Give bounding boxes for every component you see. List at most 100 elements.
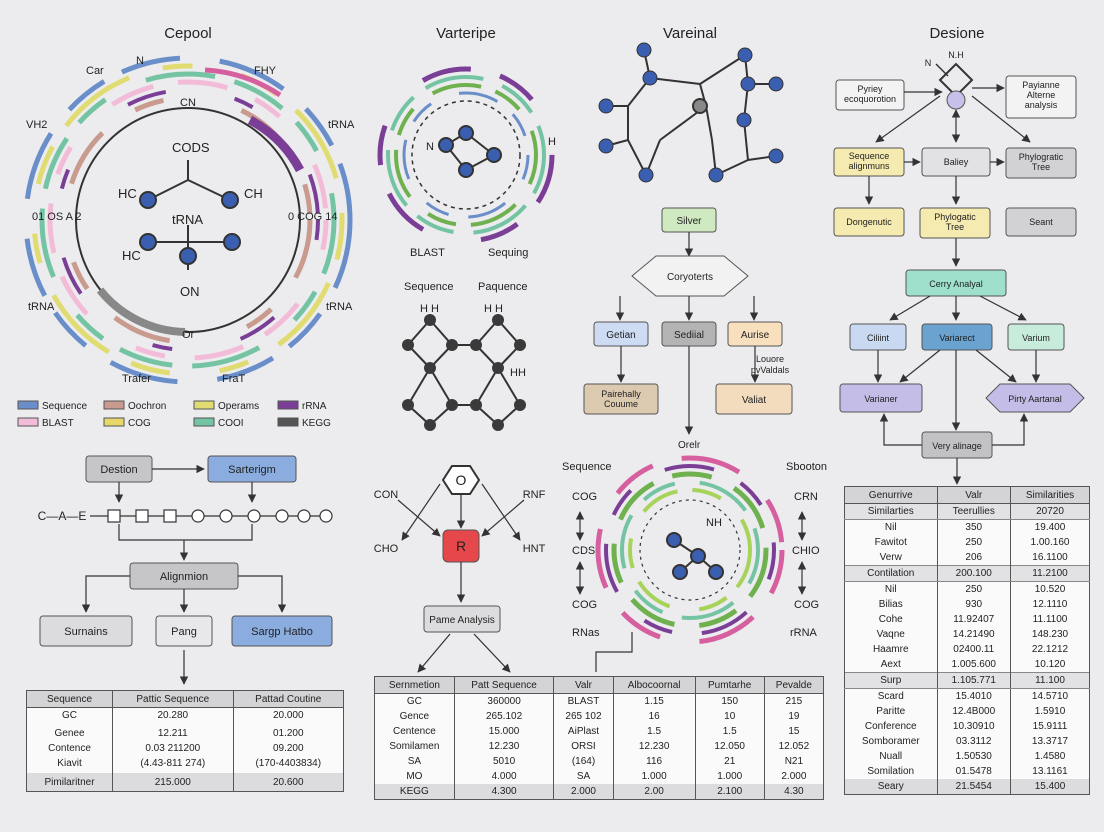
node-varianer[interactable] xyxy=(839,383,923,413)
tc-cell: 21 xyxy=(694,754,765,769)
node-very-label: Very alinage xyxy=(932,441,982,451)
tc-cell: 4.000 xyxy=(453,769,555,784)
tc-cell: 1.15 xyxy=(612,693,696,709)
node-phylo-2[interactable] xyxy=(919,207,991,239)
tr-cell: 13.1161 xyxy=(1010,764,1090,779)
legend-label-kegg: KEGG xyxy=(302,418,331,429)
tc-cell: 12.230 xyxy=(612,739,696,754)
node-pang[interactable] xyxy=(155,615,213,647)
c3-label-cog2: COG xyxy=(572,599,597,611)
tr-cell: 19.400 xyxy=(1010,519,1090,535)
node-payianne[interactable] xyxy=(1005,75,1077,119)
label-left-nums: 01 OS A 2 xyxy=(32,211,82,223)
node-sarp-label: Sargp Hatbo xyxy=(251,626,313,638)
tr-cell: 1.005.600 xyxy=(936,657,1011,673)
node-pame[interactable] xyxy=(423,605,501,633)
tr-cell: 148.230 xyxy=(1010,627,1090,642)
genome-circle-2 xyxy=(377,66,555,244)
tr-cell: Conference xyxy=(844,719,938,734)
molecule-p2 xyxy=(438,125,502,178)
table-row: Genee Contence Kiavit 12.211 0.03 211200… xyxy=(25,723,345,773)
tr-cell: Verw xyxy=(844,550,938,566)
tl-cell: Pimilaritner xyxy=(25,773,114,792)
tr-cell: Similarties xyxy=(844,503,938,520)
tl-header-0: Sequence xyxy=(25,690,114,708)
node-pyriey[interactable] xyxy=(835,79,905,111)
tc-header-2: Valr xyxy=(553,676,614,694)
tr-cell: Contilation xyxy=(844,565,938,582)
c3-label-orelr: Orelr xyxy=(678,440,701,451)
tr-cell: 01.5478 xyxy=(936,764,1011,779)
tc-header-1: Patt Sequence xyxy=(453,676,555,694)
table-center: Sernmetion Patt Sequence Valr Albocoorna… xyxy=(374,676,825,800)
node-phylo-1[interactable] xyxy=(1005,147,1077,179)
tc-cell: SA xyxy=(553,769,614,784)
label-vh2: VH2 xyxy=(26,119,47,131)
node-pirty[interactable] xyxy=(985,383,1085,413)
tl-cell: 20.600 xyxy=(232,773,345,792)
node-pirty-label: Pirty Aartanal xyxy=(1008,394,1062,404)
node-surnains-label: Surnains xyxy=(64,626,108,638)
c3-label-crn: CRN xyxy=(794,491,818,503)
tr-cell: 11.92407 xyxy=(936,612,1011,627)
tr-cell: Somilation xyxy=(844,764,938,779)
tr-cell: 11.2100 xyxy=(1010,565,1090,582)
label-con: CON xyxy=(374,489,399,501)
label-car: Car xyxy=(86,65,104,77)
flow-mid: Silver Coryoterts Getian Sediial Aurise … xyxy=(583,207,793,435)
tc-cell: 2.000 xyxy=(553,784,614,800)
p2-label-n: N xyxy=(426,141,434,153)
node-silver-label: Silver xyxy=(676,216,702,227)
c3-label-rnas: RNas xyxy=(572,627,600,639)
tc-cell: 360000 xyxy=(453,693,555,709)
flow-center: O R CON CHO RNF HNT Pame Analysis xyxy=(374,465,633,673)
tc-cell: Somilamen xyxy=(374,739,455,754)
node-variarect[interactable] xyxy=(921,323,993,351)
tl-header-1: Pattic Sequence xyxy=(112,690,234,708)
title-varteripe: Varteripe xyxy=(436,25,496,42)
label-trna-mid: tRNA xyxy=(172,212,203,227)
label-or: Or xyxy=(182,329,195,341)
node-dongenutic[interactable] xyxy=(833,207,905,237)
node-coryoterts-label: Coryoterts xyxy=(667,272,713,283)
tr-cell: 15.4010 xyxy=(936,688,1011,704)
tl-cell: GC xyxy=(25,707,114,723)
node-valiat[interactable] xyxy=(715,383,793,415)
c3-label-sbooton: Sbooton xyxy=(786,461,827,473)
tr-cell: 10.120 xyxy=(1010,657,1090,673)
node-ciliint-label: Ciliint xyxy=(867,333,890,343)
tl-cell: 20.000 xyxy=(232,707,345,723)
chain-label: C—A—E xyxy=(38,509,87,523)
node-sarp[interactable] xyxy=(231,615,333,647)
tc-cell: 215 xyxy=(763,693,825,709)
tc-cell: 265.102 xyxy=(453,709,555,724)
label-cods: CODS xyxy=(172,140,210,155)
node-pairehally[interactable] xyxy=(583,383,659,415)
node-surnains[interactable] xyxy=(39,615,133,647)
node-o[interactable] xyxy=(441,465,481,495)
node-seant-label: Seant xyxy=(1029,217,1053,227)
node-seant[interactable] xyxy=(1005,207,1077,237)
tr-header-0: Genurrive xyxy=(844,486,938,504)
tr-cell: 12.1110 xyxy=(1010,597,1090,612)
node-variarect-label: Variarect xyxy=(939,333,975,343)
tr-cell: Aext xyxy=(844,657,938,673)
node-coryoterts[interactable] xyxy=(631,255,749,297)
label-nh-small: N.H xyxy=(948,50,964,60)
p2-label-hh-left: H H xyxy=(420,303,439,315)
molecule-lattice xyxy=(402,314,526,431)
